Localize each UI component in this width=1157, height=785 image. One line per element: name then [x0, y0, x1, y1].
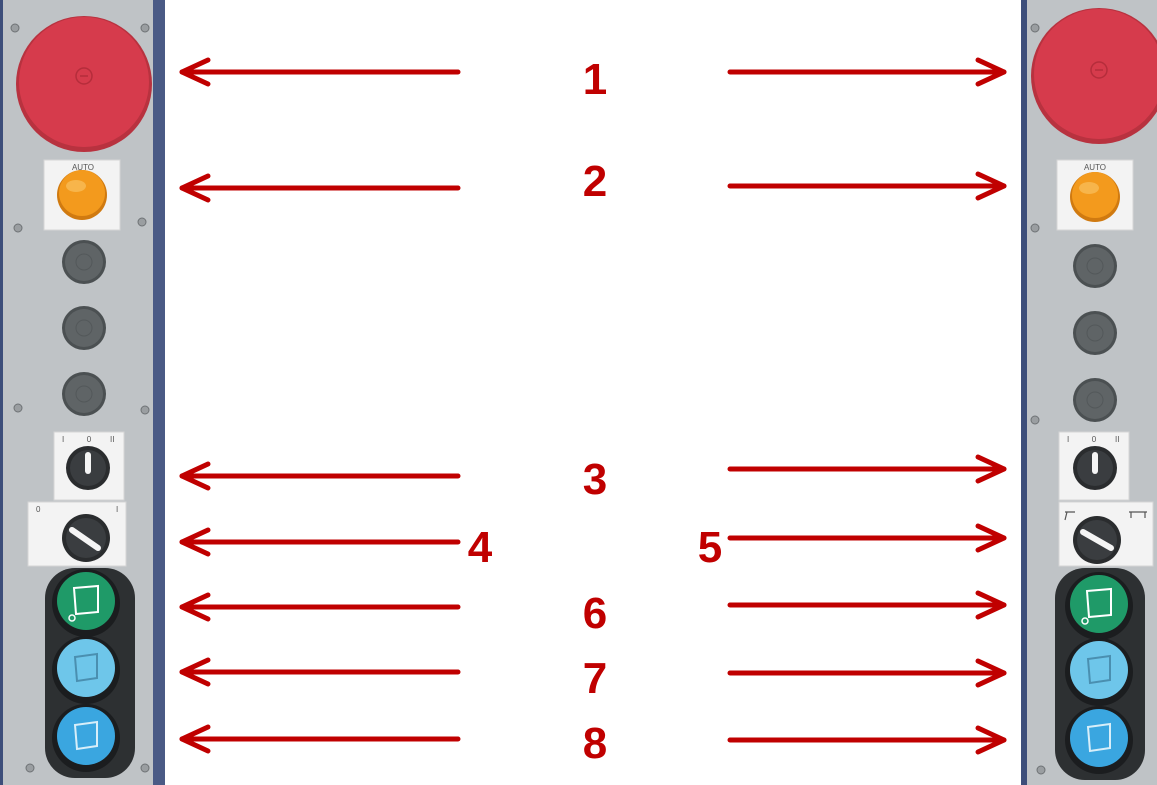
callout-label-4: 4 — [450, 526, 510, 570]
callout-label-8: 8 — [565, 722, 625, 766]
callout-label-6: 6 — [565, 592, 625, 636]
callout-label-5: 5 — [680, 526, 740, 570]
callout-label-3: 3 — [565, 458, 625, 502]
callout-label-2: 2 — [565, 160, 625, 204]
callout-label-1: 1 — [565, 58, 625, 102]
callout-label-7: 7 — [565, 657, 625, 701]
